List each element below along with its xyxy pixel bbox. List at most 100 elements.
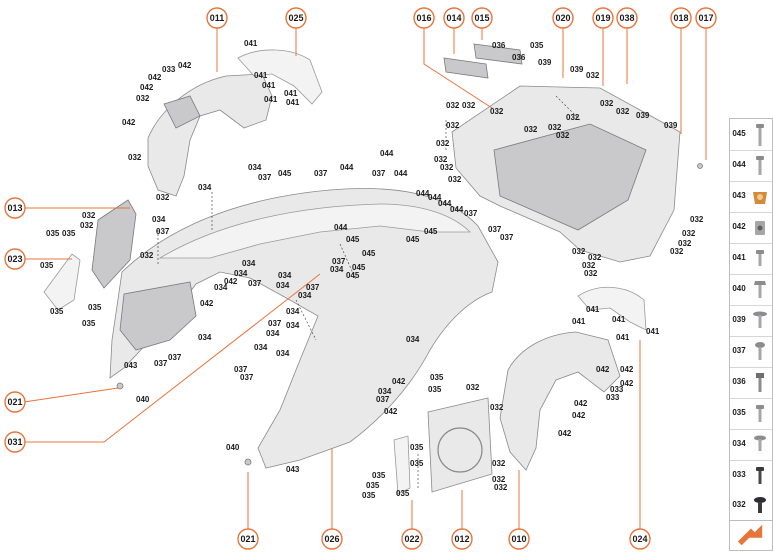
callout-038[interactable]: 038: [616, 7, 638, 29]
svg-text:037: 037: [332, 257, 346, 266]
svg-text:035: 035: [430, 373, 444, 382]
legend-row-036[interactable]: 036: [730, 367, 772, 399]
legend-next-arrow[interactable]: [729, 521, 773, 551]
part-012-grille-frame: [427, 397, 493, 493]
callout-012[interactable]: 012: [451, 528, 473, 550]
legend-code: 039: [732, 315, 746, 324]
svg-text:032: 032: [494, 483, 508, 492]
legend-code: 040: [732, 284, 746, 293]
svg-text:044: 044: [334, 223, 348, 232]
callout-leaders: [23, 27, 707, 530]
svg-text:026: 026: [324, 534, 339, 544]
svg-text:041: 041: [262, 81, 276, 90]
legend-row-032[interactable]: 032: [729, 490, 773, 521]
svg-text:023: 023: [7, 254, 22, 264]
legend-row-034[interactable]: 034: [730, 429, 772, 461]
svg-text:039: 039: [636, 111, 650, 120]
svg-text:034: 034: [298, 291, 312, 300]
svg-text:043: 043: [286, 465, 300, 474]
callout-021-left[interactable]: 021: [4, 391, 26, 413]
svg-text:045: 045: [424, 227, 438, 236]
callout-018[interactable]: 018: [670, 7, 692, 29]
legend-row-033[interactable]: 033: [730, 460, 772, 492]
callout-025[interactable]: 025: [285, 7, 307, 29]
svg-text:032: 032: [492, 459, 506, 468]
legend-code: 035: [732, 408, 746, 417]
svg-text:032: 032: [572, 247, 586, 256]
svg-text:019: 019: [595, 13, 610, 23]
svg-text:035: 035: [82, 319, 96, 328]
callout-019[interactable]: 019: [592, 7, 614, 29]
svg-text:032: 032: [136, 94, 150, 103]
svg-text:041: 041: [646, 327, 660, 336]
svg-text:032: 032: [156, 193, 170, 202]
svg-text:032: 032: [586, 71, 600, 80]
svg-text:042: 042: [574, 399, 588, 408]
callout-013[interactable]: 013: [4, 197, 26, 219]
callout-016[interactable]: 016: [413, 7, 435, 29]
svg-text:012: 012: [454, 534, 469, 544]
part-024-arch-trim: [577, 286, 647, 331]
legend-code: 043: [732, 191, 746, 200]
svg-text:037: 037: [248, 279, 262, 288]
svg-text:041: 041: [586, 305, 600, 314]
callout-011[interactable]: 011: [206, 7, 228, 29]
callout-024[interactable]: 024: [629, 528, 651, 550]
legend-row-045[interactable]: 045: [730, 119, 772, 151]
svg-text:021: 021: [7, 397, 22, 407]
legend-row-041[interactable]: 041: [730, 243, 772, 275]
svg-text:042: 042: [200, 299, 214, 308]
legend-row-037[interactable]: 037: [730, 336, 772, 368]
svg-text:039: 039: [538, 58, 552, 67]
part-010-wheel-arch-liner: [499, 331, 621, 471]
svg-text:037: 037: [168, 353, 182, 362]
fastener-040-bottom: [244, 458, 252, 466]
legend-row-042[interactable]: 042: [730, 212, 772, 244]
part-011-detail: [163, 95, 201, 129]
svg-text:032: 032: [490, 403, 504, 412]
svg-text:035: 035: [428, 385, 442, 394]
svg-text:044: 044: [428, 193, 442, 202]
svg-text:035: 035: [46, 229, 60, 238]
part-023-bracket: [43, 253, 81, 311]
legend-row-044[interactable]: 044: [730, 150, 772, 182]
svg-text:032: 032: [82, 211, 96, 220]
svg-text:044: 044: [394, 169, 408, 178]
callout-circles: 011 025 016 014 015 020 019 038: [4, 7, 717, 550]
callout-020[interactable]: 020: [552, 7, 574, 29]
callout-017[interactable]: 017: [695, 7, 717, 29]
svg-text:045: 045: [362, 249, 376, 258]
callout-026[interactable]: 026: [321, 528, 343, 550]
legend-row-043[interactable]: 043: [730, 181, 772, 213]
svg-text:037: 037: [306, 283, 320, 292]
svg-text:033: 033: [610, 385, 624, 394]
svg-text:040: 040: [226, 443, 240, 452]
callout-015[interactable]: 015: [471, 7, 493, 29]
svg-text:035: 035: [372, 471, 386, 480]
callout-031[interactable]: 031: [4, 431, 26, 453]
svg-text:032: 032: [436, 139, 450, 148]
callout-014[interactable]: 014: [443, 7, 465, 29]
callout-023[interactable]: 023: [4, 248, 26, 270]
callout-010[interactable]: 010: [508, 528, 530, 550]
svg-text:037: 037: [464, 209, 478, 218]
legend-row-035[interactable]: 035: [730, 398, 772, 430]
legend-row-039[interactable]: 039: [730, 305, 772, 337]
legend-row-040[interactable]: 040: [730, 274, 772, 306]
svg-text:032: 032: [446, 101, 460, 110]
svg-text:045: 045: [346, 271, 360, 280]
legend-code: 034: [732, 439, 746, 448]
svg-text:024: 024: [632, 534, 647, 544]
svg-text:042: 042: [596, 365, 610, 374]
part-015-plate: [473, 43, 523, 65]
svg-text:032: 032: [682, 229, 696, 238]
svg-text:040: 040: [136, 395, 150, 404]
svg-text:037: 037: [488, 225, 502, 234]
svg-text:036: 036: [512, 53, 526, 62]
svg-text:010: 010: [511, 534, 526, 544]
svg-text:036: 036: [492, 41, 506, 50]
part-026-inner-panel: [119, 281, 197, 351]
callout-021-bottom[interactable]: 021: [237, 528, 259, 550]
callout-022[interactable]: 022: [401, 528, 423, 550]
